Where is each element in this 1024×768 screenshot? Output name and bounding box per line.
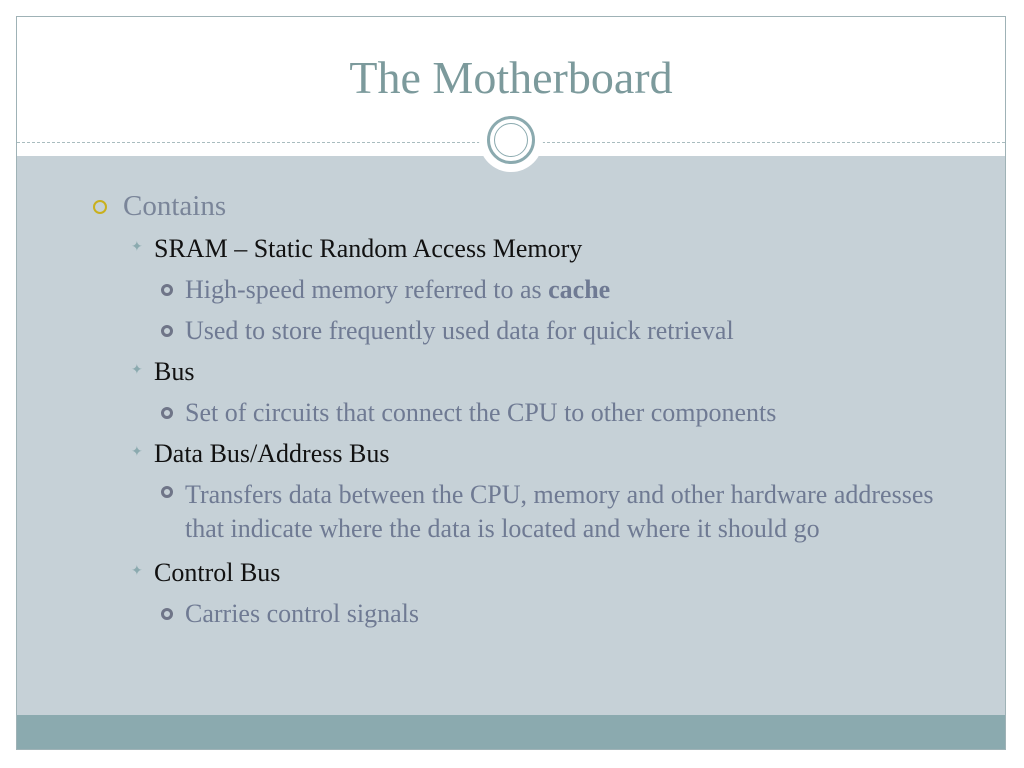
- list-item-bus-desc: Set of circuits that connect the CPU to …: [161, 393, 1005, 434]
- ring-bullet-icon: [161, 608, 173, 620]
- ornament-inner-ring: [494, 123, 528, 157]
- four-point-star-bullet-icon: ✦: [131, 445, 143, 460]
- hollow-circle-bullet-icon: [93, 200, 107, 214]
- list-item-label: Data Bus/Address Bus: [154, 439, 390, 468]
- ring-bullet-icon: [161, 325, 173, 337]
- slide: The Motherboard Contains ✦ SRAM – Static…: [16, 16, 1006, 750]
- list-item-sram-store: Used to store frequently used data for q…: [161, 311, 1005, 352]
- list-item-sram: ✦ SRAM – Static Random Access Memory: [131, 229, 1005, 270]
- bullet-list: Contains ✦ SRAM – Static Random Access M…: [17, 187, 1005, 635]
- footer-bar: [17, 715, 1005, 749]
- list-item-control-bus: ✦ Control Bus: [131, 553, 1005, 594]
- four-point-star-bullet-icon: ✦: [131, 240, 143, 255]
- list-item-data-bus: ✦ Data Bus/Address Bus: [131, 434, 1005, 475]
- list-item-label: Contains: [123, 190, 227, 222]
- list-item-label: Carries control signals: [185, 599, 419, 628]
- list-item-sram-cache: High-speed memory referred to as cache: [161, 270, 1005, 311]
- four-point-star-bullet-icon: ✦: [131, 363, 143, 378]
- double-ring-ornament-icon: [479, 108, 543, 172]
- list-item-label: High-speed memory referred to as cache: [185, 270, 935, 310]
- ring-bullet-icon: [161, 284, 173, 296]
- content-area: [17, 156, 1005, 715]
- slide-title: The Motherboard: [349, 52, 673, 103]
- list-item-label: Bus: [154, 357, 195, 386]
- list-item-label: Control Bus: [154, 558, 281, 587]
- ring-bullet-icon: [161, 486, 173, 498]
- list-item-label: Transfers data between the CPU, memory a…: [185, 480, 934, 543]
- list-item-control-bus-desc: Carries control signals: [161, 594, 1005, 635]
- cache-bold-text: cache: [548, 275, 611, 304]
- cache-prefix-text: High-speed memory referred to as: [185, 275, 549, 304]
- four-point-star-bullet-icon: ✦: [131, 564, 143, 579]
- list-item-label: Set of circuits that connect the CPU to …: [185, 398, 777, 427]
- list-item-label: SRAM – Static Random Access Memory: [154, 234, 583, 263]
- list-item-data-bus-desc: Transfers data between the CPU, memory a…: [161, 475, 1005, 553]
- ring-bullet-icon: [161, 407, 173, 419]
- list-item-label: Used to store frequently used data for q…: [185, 316, 734, 345]
- list-item-contains: Contains: [93, 187, 1005, 229]
- list-item-bus: ✦ Bus: [131, 352, 1005, 393]
- ornament-outer-ring: [487, 116, 535, 164]
